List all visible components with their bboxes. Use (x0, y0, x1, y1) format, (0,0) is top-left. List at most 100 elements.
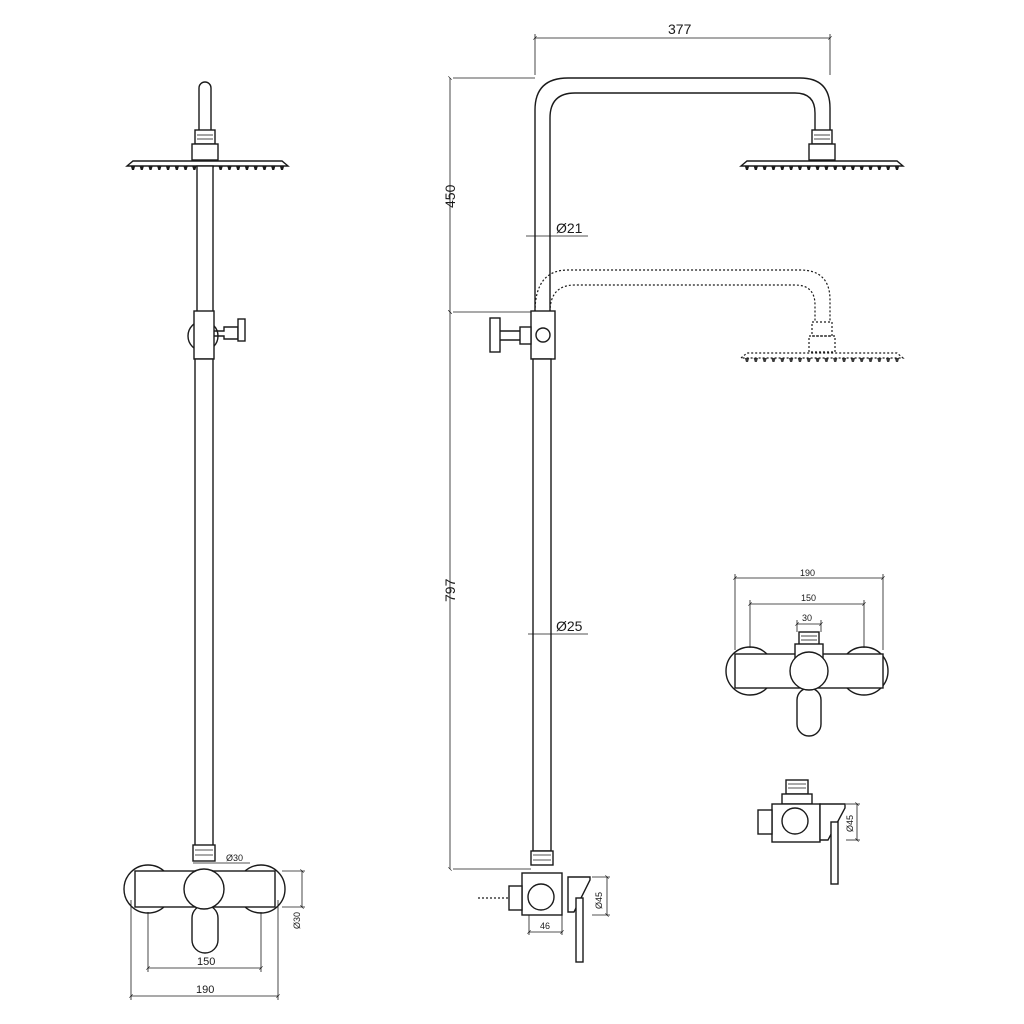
shower-nozzle (130, 166, 136, 170)
shower-nozzle (262, 166, 267, 170)
detail-centers-label: 150 (801, 593, 816, 603)
front-head-connector (191, 143, 219, 161)
side-elevation-view: 450 797 377 Ø21 Ø25 Ø45 46 (442, 21, 905, 963)
shower-nozzle (244, 166, 250, 170)
shower-nozzle (788, 166, 794, 170)
front-lower-riser (194, 358, 214, 848)
shower-nozzle (824, 358, 829, 362)
mixer-front-detail-view: 190 150 30 (725, 568, 889, 737)
shower-nozzle (192, 166, 197, 170)
shower-nozzle (841, 358, 847, 362)
front-shower-head (125, 160, 290, 167)
detail-side-outlet-nut (781, 793, 813, 805)
shower-nozzle (850, 358, 856, 362)
mixer-side-detail-view: Ø45 (757, 779, 860, 885)
shower-nozzle (218, 166, 223, 170)
front-arm-stub (198, 81, 212, 130)
shower-nozzle (780, 358, 785, 362)
shower-nozzle (815, 166, 820, 170)
side-lowered-swivel (811, 321, 833, 337)
side-lever-base (567, 876, 591, 913)
shower-nozzle (183, 166, 188, 170)
front-mixer-lever (191, 904, 219, 954)
shower-nozzle (771, 166, 776, 170)
side-lowered-connector (808, 335, 836, 353)
side-lowered-arm-inner (549, 284, 816, 322)
shower-nozzle (877, 358, 882, 362)
side-arm-reach-label: 377 (668, 21, 692, 37)
shower-nozzle (894, 166, 900, 170)
front-overall-label: 190 (196, 984, 214, 996)
shower-nozzle (157, 166, 162, 170)
side-slider-bracket (530, 310, 556, 360)
side-upper-arm-outer (534, 77, 831, 312)
side-depth-label: 46 (540, 921, 550, 931)
side-lowered-arm-outer (534, 269, 831, 322)
shower-nozzle (806, 166, 811, 170)
side-diverter-knob (489, 317, 501, 353)
shower-nozzle (165, 166, 171, 170)
shower-nozzle (762, 166, 767, 170)
front-outlet-dia-label: Ø30 (226, 853, 243, 863)
shower-nozzle (841, 166, 847, 170)
front-elevation-view: Ø30 Ø30 150 190 (123, 81, 305, 1000)
detail-outlet-label: 30 (802, 613, 812, 623)
shower-nozzle (797, 358, 803, 362)
side-diverter-collar (519, 326, 532, 345)
side-lowered-head-nozzles (744, 358, 900, 362)
front-centers-label: 150 (197, 956, 215, 968)
shower-nozzle (859, 358, 864, 362)
detail-cartridge (789, 651, 829, 691)
side-upper-swivel (811, 129, 833, 145)
detail-side-dia-label: Ø45 (845, 815, 855, 832)
front-swivel-nut (194, 129, 216, 145)
shower-nozzle (833, 358, 838, 362)
front-mixer-cartridge (183, 868, 225, 910)
shower-nozzle (279, 166, 285, 170)
side-body-dia-label: Ø45 (594, 892, 604, 909)
side-upper-height-label: 450 (442, 184, 458, 208)
front-riser-base-nut (192, 844, 216, 862)
shower-nozzle (797, 166, 803, 170)
shower-nozzle (744, 166, 750, 170)
detail-overall-label: 190 (800, 568, 815, 578)
shower-nozzle (148, 166, 153, 170)
shower-nozzle (806, 358, 811, 362)
front-diverter-cap (237, 318, 246, 342)
shower-nozzle (227, 166, 232, 170)
shower-nozzle (174, 166, 180, 170)
shower-nozzle (235, 166, 241, 170)
shower-nozzle (744, 358, 750, 362)
detail-side-outlet-cap (785, 779, 809, 795)
shower-nozzle (877, 166, 882, 170)
shower-nozzle (894, 358, 900, 362)
front-slider-bracket (193, 310, 215, 360)
shower-nozzle (762, 358, 767, 362)
shower-nozzle (780, 166, 785, 170)
side-inlet-nut (508, 885, 523, 911)
side-upper-shower-head (739, 160, 905, 167)
side-upper-connector (808, 143, 836, 161)
side-lower-dia-label: Ø25 (556, 618, 583, 634)
shower-nozzle (833, 166, 838, 170)
side-lower-riser (532, 358, 552, 852)
shower-nozzle (885, 358, 891, 362)
side-mixer-cartridge (527, 883, 555, 911)
front-upper-riser (196, 165, 214, 313)
side-lower-height-label: 797 (442, 578, 458, 602)
detail-lever (796, 687, 822, 737)
side-lever-handle (575, 897, 584, 963)
shower-nozzle (753, 166, 759, 170)
shower-nozzle (868, 358, 873, 362)
shower-nozzle (815, 358, 820, 362)
side-lowered-shower-head (739, 352, 905, 359)
front-flange-dia-label: Ø30 (292, 912, 302, 929)
side-riser-nut (530, 850, 554, 866)
shower-nozzle (824, 166, 829, 170)
shower-nozzle (885, 166, 891, 170)
side-upper-head-nozzles (744, 166, 900, 170)
detail-side-lever-handle (830, 821, 839, 885)
shower-nozzle (253, 166, 258, 170)
detail-side-inlet-nut (757, 809, 773, 835)
